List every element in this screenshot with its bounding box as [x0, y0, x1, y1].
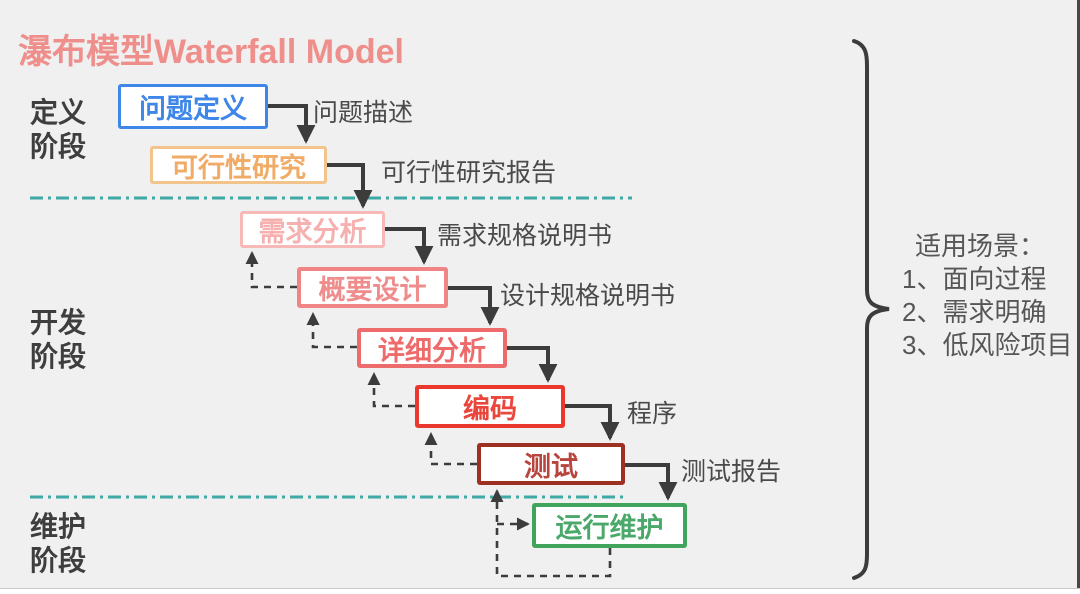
- stage-box-preliminary-design: 概要设计: [297, 267, 448, 308]
- scenario-item-2: 2、需求明确: [902, 297, 1047, 327]
- stage-box-feasibility-study: 可行性研究: [150, 146, 327, 184]
- output-label-feasibility-report: 可行性研究报告: [381, 159, 557, 187]
- feedback-preliminary-to-requirements: [245, 251, 297, 289]
- feedback-testing-to-coding: [424, 432, 477, 466]
- feedback-maintenance-to-testing: [490, 489, 612, 578]
- feedback-coding-to-detailed: [367, 372, 415, 408]
- window-bottom-edge: [0, 588, 1080, 594]
- scenario-brace: [852, 39, 890, 580]
- arrow-testing-to-maintenance: [625, 463, 678, 501]
- arrow-preliminary-to-detailed: [448, 286, 500, 326]
- stage-box-coding: 编码: [415, 385, 565, 428]
- output-label-program: 程序: [627, 400, 678, 428]
- phase-label-development: 开发 阶段: [30, 307, 87, 372]
- page-title: 瀑布模型Waterfall Model: [18, 33, 404, 71]
- output-label-problem-description: 问题描述: [313, 99, 414, 127]
- stage-box-operation-maintenance: 运行维护: [532, 503, 687, 548]
- feedback-detailed-to-preliminary: [306, 312, 357, 349]
- arrow-coding-to-testing: [565, 404, 620, 441]
- output-label-test-report: 测试报告: [681, 458, 782, 486]
- output-label-design-spec: 设计规格说明书: [500, 282, 676, 310]
- scenario-heading: 适用场景：: [915, 231, 1046, 261]
- window-right-edge: [1077, 0, 1080, 594]
- scenario-item-1: 1、面向过程: [902, 264, 1047, 294]
- stage-box-detailed-analysis: 详细分析: [357, 328, 507, 368]
- phase-label-maintenance: 维护 阶段: [30, 511, 87, 576]
- arrow-detailed-to-coding: [507, 346, 558, 383]
- stage-box-problem-definition: 问题定义: [118, 84, 268, 129]
- arrow-requirements-to-preliminary: [385, 227, 434, 265]
- stage-box-testing: 测试: [477, 443, 625, 485]
- arrow-feasibility-to-requirements: [327, 163, 373, 209]
- scenario-text-block: 适用场景： 1、面向过程 2、需求明确 3、低风险项目: [902, 230, 1072, 362]
- output-label-requirements-spec: 需求规格说明书: [437, 222, 613, 250]
- stage-box-requirements-analysis: 需求分析: [240, 211, 385, 248]
- arrow-problem-to-feasibility: [268, 104, 316, 144]
- phase-label-definition: 定义 阶段: [30, 97, 87, 162]
- scenario-item-3: 3、低风险项目: [902, 330, 1073, 360]
